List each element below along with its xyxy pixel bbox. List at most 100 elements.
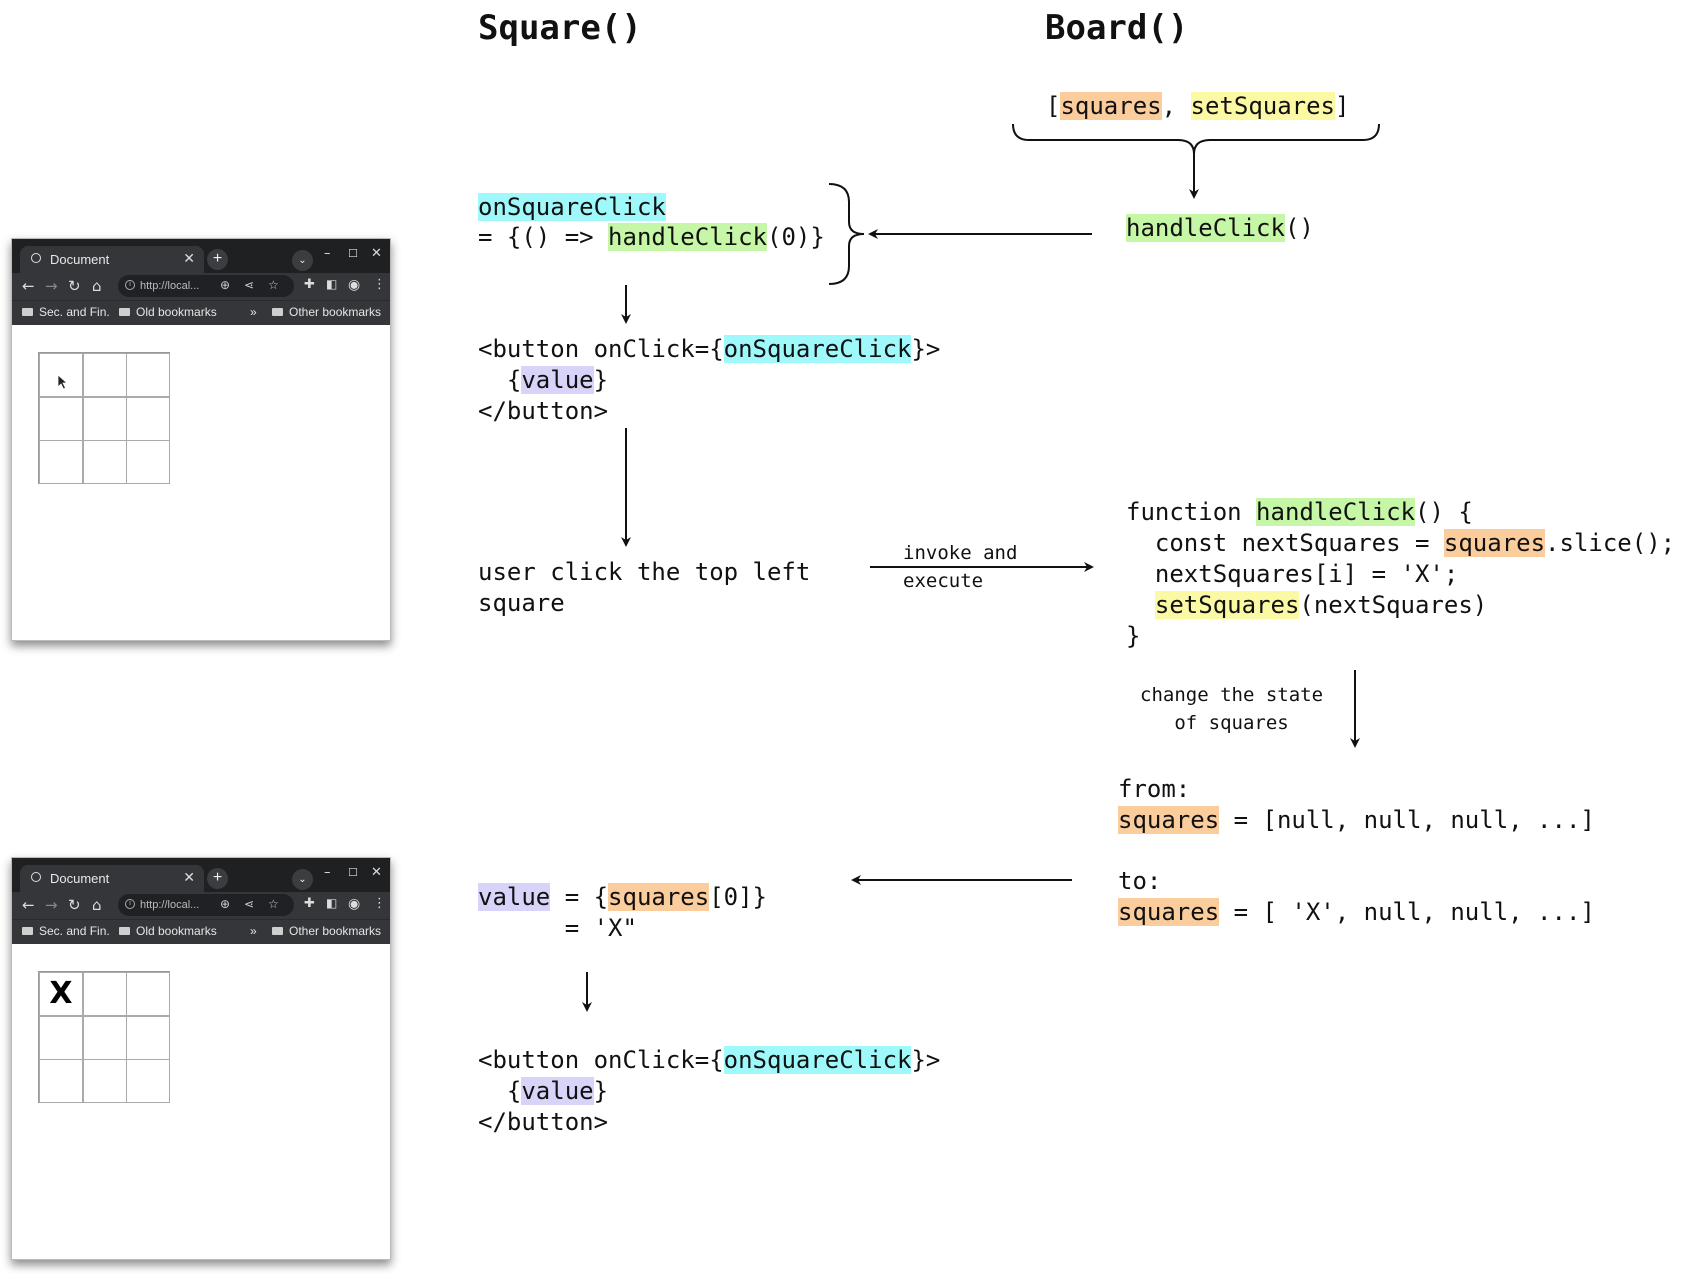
zoom-icon[interactable]: ⊕ — [220, 278, 231, 292]
tab-search-button[interactable]: ⌄ — [292, 250, 313, 271]
forward-icon[interactable]: → — [45, 896, 58, 914]
change-state-label: change the state of squares — [1140, 681, 1323, 737]
button-open-suffix: }> — [911, 335, 941, 363]
close-window-icon[interactable]: ✕ — [371, 246, 382, 261]
profile-icon[interactable]: ◉ — [348, 896, 361, 912]
side-panel-icon[interactable]: ◧ — [326, 277, 338, 291]
square-2[interactable] — [126, 972, 170, 1016]
bracket: ] — [1335, 92, 1350, 120]
tic-tac-toe-board — [38, 352, 170, 484]
square-8[interactable] — [126, 1059, 170, 1103]
square-1[interactable] — [83, 972, 127, 1016]
square-0[interactable]: X — [39, 972, 83, 1016]
square-6[interactable] — [39, 1059, 83, 1103]
bookmarks-overflow[interactable]: » — [250, 305, 257, 319]
square-1[interactable] — [83, 353, 127, 397]
square-5[interactable] — [126, 397, 170, 441]
share-icon[interactable]: ⋖ — [244, 897, 255, 911]
to-value: = [ 'X', null, null, ...] — [1219, 898, 1595, 926]
state-to: to:squares = [ 'X', null, null, ...] — [1118, 866, 1595, 928]
square-7[interactable] — [83, 1059, 127, 1103]
tab-document[interactable]: Document ✕ — [20, 865, 204, 892]
on-square-click-assignment: = {() => handleClick(0)} — [478, 222, 825, 253]
button-open-line: <button onClick={onSquareClick}> — [478, 334, 940, 365]
folder-icon — [119, 308, 130, 316]
extensions-icon[interactable]: ✚ — [304, 896, 315, 911]
back-icon[interactable]: ← — [22, 277, 35, 295]
forward-icon[interactable]: → — [45, 277, 58, 295]
info-icon[interactable]: i — [125, 899, 135, 909]
home-icon[interactable]: ⌂ — [92, 277, 102, 295]
fn-line-1: function handleClick() { — [1126, 497, 1675, 528]
value-assignment: value = {squares[0]} = 'X" — [478, 882, 767, 944]
set-squares-var: setSquares — [1190, 92, 1336, 120]
extensions-icon[interactable]: ✚ — [304, 277, 315, 292]
bookmark-sec-fin[interactable]: Sec. and Fin. — [22, 924, 110, 938]
state-brace — [1012, 123, 1380, 155]
close-tab-icon[interactable]: ✕ — [183, 250, 195, 266]
button-open-prefix: <button onClick={ — [478, 1046, 724, 1074]
to-label: to: — [1118, 867, 1162, 895]
reload-icon[interactable]: ↻ — [68, 277, 81, 295]
tab-bar: Document ✕ + ⌄ – ☐ ✕ — [12, 239, 390, 273]
bookmark-old[interactable]: Old bookmarks — [119, 305, 217, 319]
from-value: = [null, null, null, ...] — [1219, 806, 1595, 834]
close-window-icon[interactable]: ✕ — [371, 865, 382, 880]
bookmark-other[interactable]: Other bookmarks — [272, 924, 381, 938]
star-icon[interactable]: ☆ — [268, 897, 279, 911]
square-3[interactable] — [39, 1016, 83, 1060]
address-bar[interactable]: i http://local... ⊕ ⋖ ☆ — [118, 275, 294, 297]
square-4[interactable] — [83, 397, 127, 441]
square-3[interactable] — [39, 397, 83, 441]
const-decl: const nextSquares = — [1126, 529, 1444, 557]
address-bar[interactable]: i http://local... ⊕ ⋖ ☆ — [118, 894, 294, 916]
minimize-icon[interactable]: – — [324, 865, 331, 880]
profile-icon[interactable]: ◉ — [348, 277, 361, 293]
bookmarks-overflow[interactable]: » — [250, 924, 257, 938]
bookmark-old[interactable]: Old bookmarks — [119, 924, 217, 938]
side-panel-icon[interactable]: ◧ — [326, 896, 338, 910]
brace-close: } — [593, 366, 609, 394]
invoke-line1: invoke and — [903, 542, 1018, 564]
bookmarks-bar: Sec. and Fin. Old bookmarks » Other book… — [12, 919, 390, 944]
bookmark-sec-fin[interactable]: Sec. and Fin. — [22, 305, 110, 319]
square-4[interactable] — [83, 1016, 127, 1060]
square-6[interactable] — [39, 440, 83, 484]
star-icon[interactable]: ☆ — [268, 278, 279, 292]
handleclick-name: handleClick — [1256, 498, 1415, 526]
squares-var: squares — [1443, 529, 1546, 557]
back-icon[interactable]: ← — [22, 896, 35, 914]
prop-brace — [828, 183, 865, 285]
state-from: from:squares = [null, null, null, ...] — [1118, 774, 1595, 836]
tic-tac-toe-board: X — [38, 971, 170, 1103]
menu-icon[interactable]: ⋮ — [373, 277, 386, 292]
tab-document[interactable]: Document ✕ — [20, 246, 204, 273]
square-8[interactable] — [126, 440, 170, 484]
new-tab-button[interactable]: + — [207, 249, 228, 270]
close-tab-icon[interactable]: ✕ — [183, 869, 195, 885]
maximize-icon[interactable]: ☐ — [348, 866, 358, 879]
button-value-line: {value} — [478, 1076, 940, 1107]
zoom-icon[interactable]: ⊕ — [220, 897, 231, 911]
browser-window-before: Document ✕ + ⌄ – ☐ ✕ ← → ↻ ⌂ i http://lo… — [11, 238, 391, 641]
minimize-icon[interactable]: – — [324, 246, 331, 261]
share-icon[interactable]: ⋖ — [244, 278, 255, 292]
new-tab-button[interactable]: + — [207, 868, 228, 889]
folder-icon — [22, 927, 33, 935]
square-2[interactable] — [126, 353, 170, 397]
square-7[interactable] — [83, 440, 127, 484]
bookmark-other[interactable]: Other bookmarks — [272, 305, 381, 319]
info-icon[interactable]: i — [125, 280, 135, 290]
square-0[interactable] — [39, 353, 83, 397]
home-icon[interactable]: ⌂ — [92, 896, 102, 914]
handleclick-ref: handleClick — [608, 223, 767, 251]
menu-icon[interactable]: ⋮ — [373, 896, 386, 911]
square-5[interactable] — [126, 1016, 170, 1060]
maximize-icon[interactable]: ☐ — [348, 247, 358, 260]
tab-search-button[interactable]: ⌄ — [292, 869, 313, 890]
toolbar: ← → ↻ ⌂ i http://local... ⊕ ⋖ ☆ ✚ ◧ ◉ ⋮ — [12, 892, 390, 919]
to-line: squares = [ 'X', null, null, ...] — [1118, 897, 1595, 928]
reload-icon[interactable]: ↻ — [68, 896, 81, 914]
button-value-line: {value} — [478, 365, 940, 396]
globe-icon — [31, 872, 41, 882]
